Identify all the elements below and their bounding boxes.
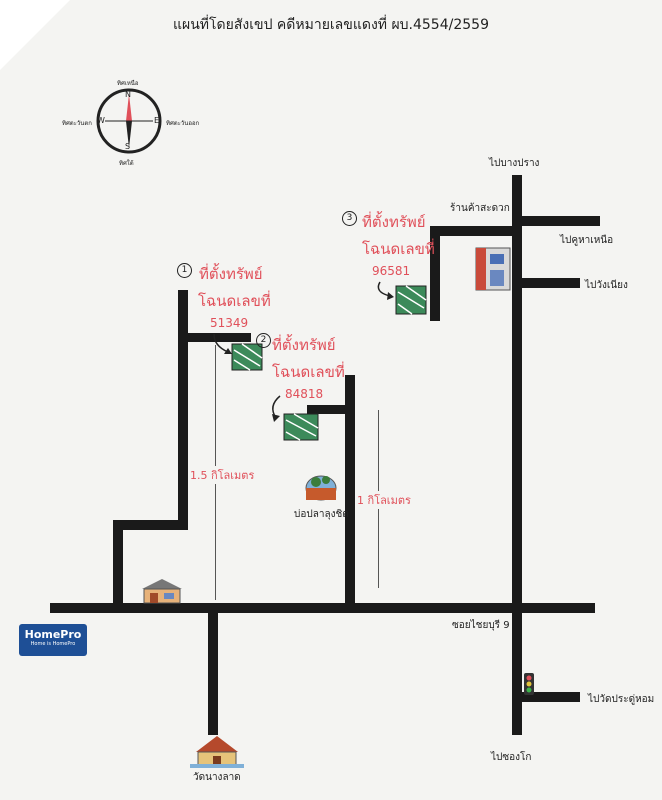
house-icon [142, 579, 182, 604]
label-song-khlo: ไปซองโก [491, 752, 532, 763]
label-fish-pond: บ่อปลาลุงชิต [294, 509, 349, 520]
property-1-deed-label: โฉนดเลขที่ [198, 292, 271, 310]
label-wat-nang: วัดนางลาด [193, 772, 241, 783]
property-2-marker-icon [272, 395, 319, 441]
property-2-deed-number: 84818 [285, 387, 324, 401]
road-east-wang [515, 278, 580, 288]
road-left-vertical-high [178, 290, 188, 530]
compass-n: N [125, 90, 131, 99]
property-3-title: ที่ตั้งทรัพย์ [362, 213, 426, 231]
temple-icon [190, 736, 244, 768]
compass: N S E W [95, 87, 163, 155]
property-2-title: ที่ตั้งทรัพย์ [272, 336, 336, 354]
compass-w: W [97, 116, 105, 125]
fish-pond-icon [305, 475, 337, 501]
property-1-deed-number: 51349 [210, 316, 249, 330]
paper-fold-corner [0, 0, 70, 70]
road-south-to-wat [208, 610, 218, 735]
compass-s: S [125, 142, 131, 151]
property-1-number: 1 [177, 263, 192, 278]
road-east-wat-pra [515, 692, 580, 702]
label-soi: ซอยไชยบุรี 9 [452, 620, 510, 631]
map-title: แผนที่โดยสังเขป คดีหมายเลขแดงที่ ผบ.4554… [173, 17, 489, 33]
property-3-deed-label: โฉนดเลขที่ [362, 240, 435, 258]
road-left-horizontal [113, 520, 188, 530]
property-3-number: 3 [342, 211, 357, 226]
compass-north-th: ทิศเหนือ [117, 80, 139, 87]
traffic-light-icon [524, 673, 534, 695]
homepro-logo-tagline: Home is HomePro [30, 641, 76, 647]
label-ku-ha-nuea: ไปคูหาเหนือ [560, 235, 614, 246]
road-left-vertical-low [113, 520, 123, 610]
compass-south-th: ทิศใต้ [119, 160, 134, 167]
homepro-logo: HomePro Home is HomePro [19, 624, 87, 656]
property-2-deed-label: โฉนดเลขที่ [272, 363, 345, 381]
main-road-horizontal [50, 603, 595, 613]
property-3-marker-icon [377, 281, 427, 315]
road-east-ku-ha [515, 216, 600, 226]
homepro-logo-name: HomePro [24, 628, 82, 641]
label-wat-pra: ไปวัดประดู่หอม [588, 694, 655, 705]
compass-rose-icon [96, 88, 162, 154]
road-branch-property2 [307, 405, 352, 414]
distance-label-2: 1 กิโลเมตร [357, 491, 411, 509]
compass-e: E [154, 116, 160, 125]
store-building-icon [475, 247, 511, 291]
property-2-number: 2 [256, 333, 271, 348]
compass-west-th: ทิศตะวันตก [62, 120, 92, 127]
compass-east-th: ทิศตะวันออก [166, 120, 200, 127]
distance-label-1: 1.5 กิโลเมตร [190, 466, 255, 484]
property-3-deed-number: 96581 [372, 264, 411, 278]
property-1-title: ที่ตั้งทรัพย์ [199, 265, 263, 283]
label-bang-yai: ไปบางปราง [489, 158, 540, 169]
main-road-vertical [512, 175, 522, 735]
road-middle-vertical [345, 375, 355, 610]
road-top-horizontal [430, 226, 520, 236]
label-convenience-store: ร้านค้าสะดวก [450, 203, 510, 214]
property-1-marker-icon [213, 333, 263, 371]
label-wang-nieng: ไปวังเนียง [585, 280, 628, 291]
road-top-left-vertical [430, 226, 440, 321]
